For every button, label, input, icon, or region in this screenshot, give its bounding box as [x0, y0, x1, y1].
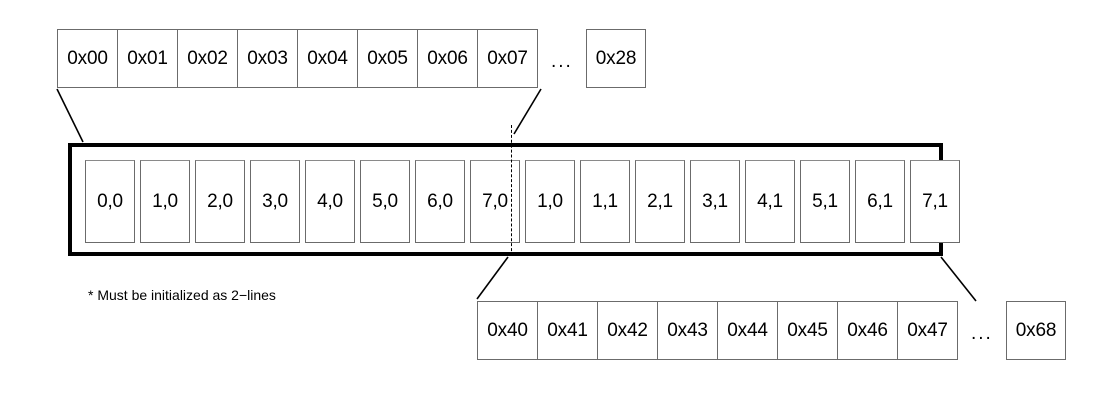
cache-line-buffer: 0,0 1,0 2,0 3,0 4,0 5,0 6,0 7,0 1,0 1,1 … [68, 143, 960, 256]
address-cell: 0x00 [57, 29, 118, 88]
address-cell: 0x42 [597, 301, 658, 360]
cache-line-split-divider [511, 125, 512, 256]
cache-word-cell: 5,0 [360, 160, 410, 243]
address-cell: 0x01 [117, 29, 178, 88]
address-cell: 0x03 [237, 29, 298, 88]
address-cell: 0x02 [177, 29, 238, 88]
cache-word-cell: 5,1 [800, 160, 850, 243]
address-cell: 0x06 [417, 29, 478, 88]
bottom-row-ellipsis: ... [971, 323, 993, 344]
address-cell: 0x47 [897, 301, 958, 360]
cache-word-cell: 4,1 [745, 160, 795, 243]
cache-word-cell: 3,1 [690, 160, 740, 243]
address-cell-tail: 0x68 [1006, 301, 1066, 360]
address-cell: 0x04 [297, 29, 358, 88]
cache-word-cell: 3,0 [250, 160, 300, 243]
address-cell: 0x41 [537, 301, 598, 360]
cache-word-cell: 1,0 [525, 160, 575, 243]
address-cell: 0x07 [477, 29, 538, 88]
line-0-address-row: 0x00 0x01 0x02 0x03 0x04 0x05 0x06 0x07 [57, 29, 538, 88]
cache-word-cell: 6,1 [855, 160, 905, 243]
connector-bottom-left [476, 256, 509, 300]
address-cell-tail: 0x28 [586, 29, 646, 88]
line-1-address-row: 0x40 0x41 0x42 0x43 0x44 0x45 0x46 0x47 [477, 301, 958, 360]
top-row-ellipsis: ... [551, 51, 573, 72]
address-cell: 0x05 [357, 29, 418, 88]
cache-word-cell: 1,1 [580, 160, 630, 243]
address-cell: 0x45 [777, 301, 838, 360]
cache-word-cells: 0,0 1,0 2,0 3,0 4,0 5,0 6,0 7,0 1,0 1,1 … [85, 160, 960, 243]
cache-word-cell: 7,0 [470, 160, 520, 243]
address-cell: 0x43 [657, 301, 718, 360]
connector-top-left [56, 88, 84, 143]
cache-word-cell: 1,0 [140, 160, 190, 243]
address-cell: 0x46 [837, 301, 898, 360]
cache-word-cell: 4,0 [305, 160, 355, 243]
cache-word-cell: 2,1 [635, 160, 685, 243]
cache-word-cell: 2,0 [195, 160, 245, 243]
connector-bottom-right [940, 256, 977, 302]
initialization-note: * Must be initialized as 2−lines [88, 287, 276, 303]
connector-top-right [513, 88, 542, 135]
cache-word-cell: 0,0 [85, 160, 135, 243]
address-cell: 0x40 [477, 301, 538, 360]
address-cell: 0x44 [717, 301, 778, 360]
cache-word-cell: 7,1 [910, 160, 960, 243]
cache-word-cell: 6,0 [415, 160, 465, 243]
